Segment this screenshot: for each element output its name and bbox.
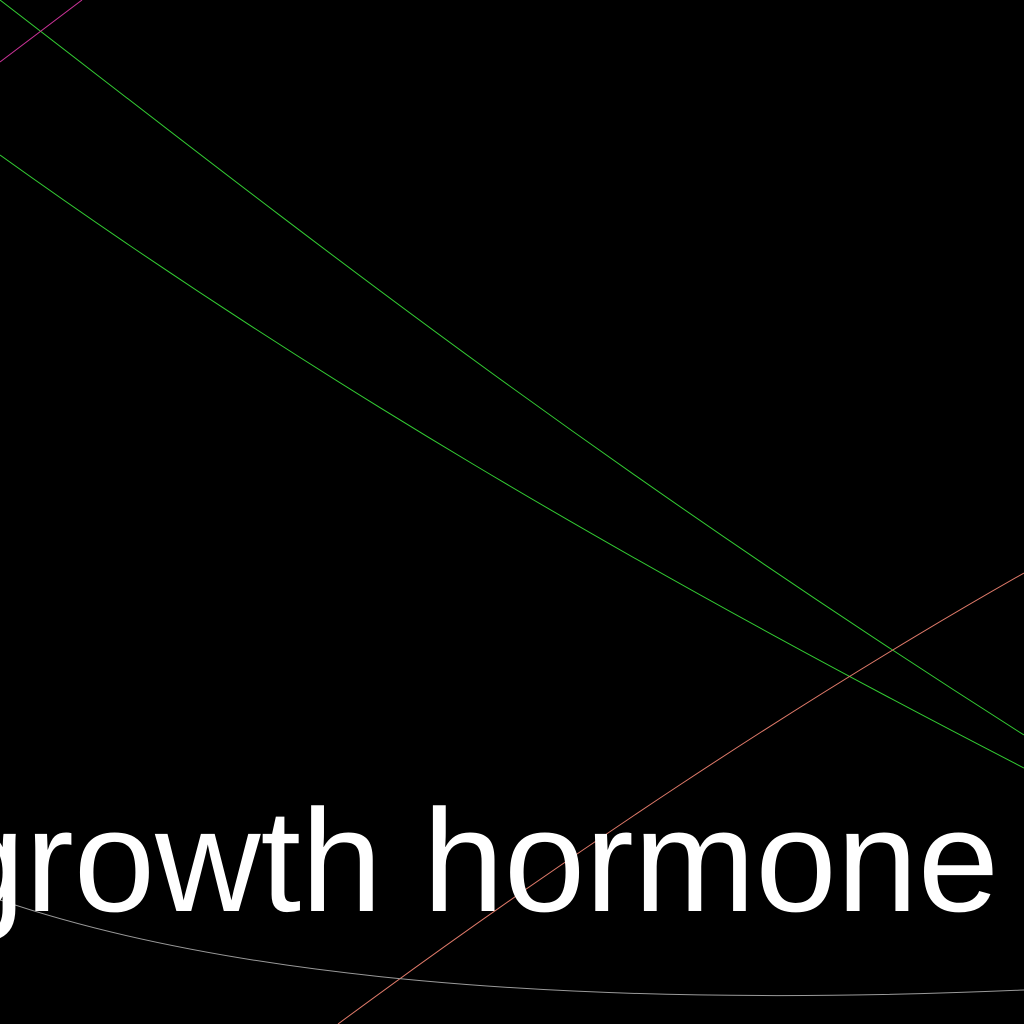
pink-edge-top	[0, 0, 83, 63]
gray-arc-bottom	[0, 899, 1024, 997]
green-edge-lower	[0, 154, 1024, 769]
salmon-edge-diagonal	[337, 572, 1024, 1024]
node-label: growth hormone r	[0, 779, 1024, 942]
green-edge-upper	[0, 0, 1024, 736]
